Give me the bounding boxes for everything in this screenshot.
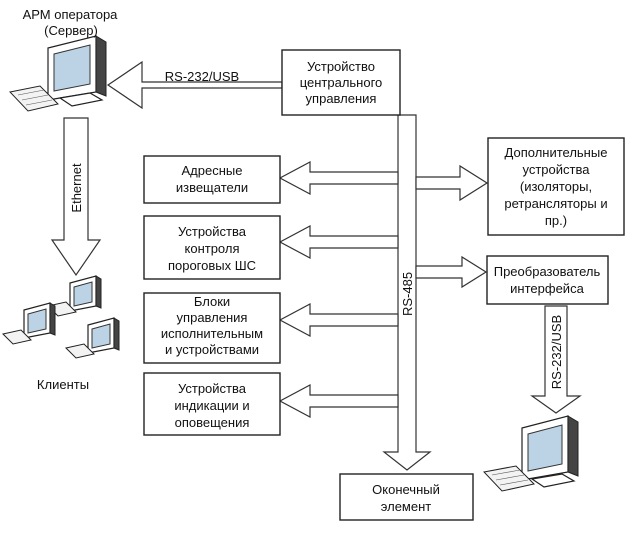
- indication-devices-line: Устройства: [178, 381, 247, 396]
- central-control-line: управления: [306, 91, 377, 106]
- additional-devices-box: [487, 137, 625, 236]
- interface-converter-line: интерфейса: [510, 281, 584, 296]
- client-computer-icon: [65, 317, 120, 359]
- interface-converter-box: [486, 255, 609, 305]
- arrow-to-address-detectors: [278, 161, 399, 195]
- ethernet-arrow: [50, 117, 102, 277]
- terminal-element-line: Оконечный: [372, 482, 440, 497]
- control-units-line: управления: [177, 310, 248, 325]
- arrow-to-threshold-devices: [278, 225, 399, 259]
- threshold-control-line: пороговых ШС: [168, 258, 256, 273]
- terminal-element-line: элемент: [381, 499, 432, 514]
- central-control-box: [281, 49, 401, 116]
- control-units-line: и устройствами: [165, 342, 259, 357]
- indication-devices-line: индикации и: [174, 398, 249, 413]
- operator-title: АРМ оператора: [23, 7, 119, 22]
- control-units-box: [143, 292, 281, 364]
- additional-devices-line: пр.): [545, 213, 567, 228]
- arrow-to-control-units: [278, 303, 399, 337]
- threshold-control-box: [143, 215, 281, 280]
- rs232-usb-right-label: RS-232/USB: [549, 315, 564, 389]
- additional-devices-line: Дополнительные: [505, 145, 608, 160]
- arrow-to-interface-converter: [415, 255, 488, 289]
- additional-devices-line: устройства: [523, 162, 591, 177]
- clients-label: Клиенты: [37, 377, 89, 392]
- address-detectors-box: [143, 155, 281, 204]
- control-units-line: Блоки: [194, 294, 230, 309]
- ethernet-label: Ethernet: [69, 163, 84, 213]
- additional-devices-line: ретрансляторы и: [504, 196, 607, 211]
- rs232-usb-top-label: RS-232/USB: [165, 69, 239, 84]
- indication-devices-box: [143, 372, 281, 436]
- threshold-control-line: контроля: [185, 241, 240, 256]
- client-computer-icon: [2, 302, 56, 345]
- client-computer-icon: [47, 275, 102, 317]
- right-computer-icon: [483, 415, 579, 492]
- terminal-element-box: [339, 473, 474, 521]
- additional-devices-line: (изоляторы,: [520, 179, 592, 194]
- central-control-line: центрального: [300, 75, 383, 90]
- interface-converter-line: Преобразователь: [494, 264, 601, 279]
- threshold-control-line: Устройства: [178, 224, 247, 239]
- operator-subtitle: (Сервер): [44, 23, 98, 38]
- control-units-line: исполнительным: [161, 326, 263, 341]
- server-computer-icon: [9, 35, 107, 112]
- rs485-bus-arrow: [382, 114, 432, 471]
- rs232-usb-top-arrow: [106, 60, 283, 110]
- address-detectors-line: извещатели: [176, 180, 248, 195]
- address-detectors-line: Адресные: [182, 163, 243, 178]
- central-control-line: Устройство: [307, 59, 375, 74]
- arrow-to-additional-devices: [415, 164, 489, 202]
- rs485-label: RS-485: [400, 272, 415, 316]
- arrow-to-indication-devices: [278, 384, 399, 418]
- rs232-usb-right-arrow: [530, 305, 582, 414]
- indication-devices-line: оповещения: [175, 415, 250, 430]
